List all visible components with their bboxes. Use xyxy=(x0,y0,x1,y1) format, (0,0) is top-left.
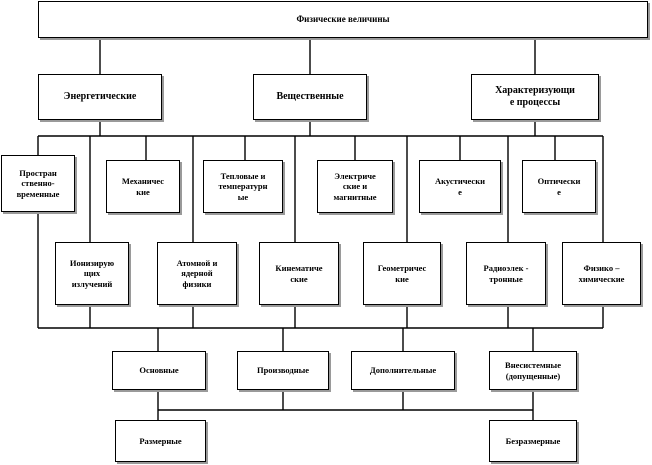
kinematic-group-box: Кинематиче ские xyxy=(259,242,339,305)
substance-category-box: Вещественные xyxy=(253,74,367,120)
dimensional-box: Размерные xyxy=(115,420,206,462)
spacetime-group-box: Простран ственно- временные xyxy=(1,155,75,212)
derived-class-box: Производные xyxy=(237,351,329,390)
electric-group-box: Электриче ские и магнитные xyxy=(317,160,393,213)
mechanical-group-box: Механичес кие xyxy=(106,160,180,213)
physchem-group-box: Физико – химические xyxy=(562,242,641,305)
acoustic-group-box: Акустически е xyxy=(419,160,501,213)
energy-category-box: Энергетические xyxy=(38,74,162,120)
radio-group-box: Радиоэлек - тронные xyxy=(466,242,546,305)
optical-group-box: Оптически е xyxy=(522,160,596,213)
dimensionless-box: Безразмерные xyxy=(489,420,577,462)
nonsystem-class-box: Внесистемные (допущенные) xyxy=(489,351,577,390)
title-box: Физические величины xyxy=(38,1,648,38)
ionizing-group-box: Ионизирую щих излучений xyxy=(55,242,129,305)
process-category-box: Характеризующи е процессы xyxy=(471,74,599,120)
thermal-group-box: Тепловые и температурн ые xyxy=(203,160,283,213)
geometric-group-box: Геометричес кие xyxy=(363,242,441,305)
additional-class-box: Дополнительные xyxy=(351,351,455,390)
atomic-group-box: Атомной и ядерной физики xyxy=(157,242,237,305)
basic-class-box: Основные xyxy=(112,351,206,390)
